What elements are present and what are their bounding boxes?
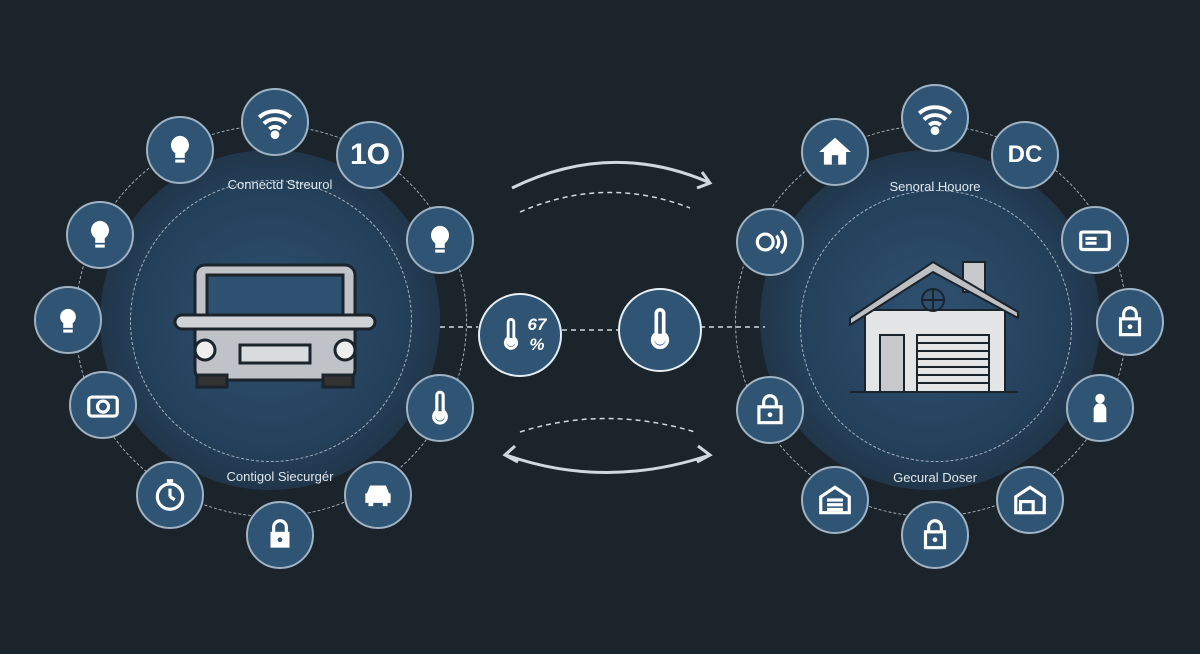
humidity-unit: % xyxy=(529,335,545,354)
speaker-icon xyxy=(755,229,788,255)
lock-node[interactable] xyxy=(246,501,314,569)
car-icon xyxy=(365,485,391,507)
thermometer-icon xyxy=(650,308,670,350)
bottom-dashed-arc xyxy=(519,417,696,433)
humidity-thermometer-node[interactable]: 67 % xyxy=(478,293,562,377)
garage-node[interactable] xyxy=(996,466,1064,534)
thermometer-node[interactable] xyxy=(406,374,474,442)
wifi-icon xyxy=(917,105,953,136)
garage-door-icon xyxy=(819,485,851,515)
stopwatch-icon xyxy=(155,479,185,511)
vehicle-illustration xyxy=(173,263,377,389)
lock-icon xyxy=(757,394,783,425)
stopwatch-node[interactable] xyxy=(136,461,204,529)
person-node[interactable] xyxy=(1066,374,1134,442)
counter-node[interactable]: 1O xyxy=(336,121,404,189)
lock-node[interactable] xyxy=(736,376,804,444)
card-reader-icon xyxy=(1079,230,1111,252)
lock-icon xyxy=(923,519,947,550)
lock-icon xyxy=(1118,306,1142,337)
top-arrow xyxy=(511,160,709,190)
lock-node[interactable] xyxy=(1096,288,1164,356)
wifi-node[interactable] xyxy=(901,84,969,152)
lightbulb-node[interactable] xyxy=(66,201,134,269)
lightbulb-icon xyxy=(90,220,110,248)
vehicle-hub-top-label: Connectd Streurol xyxy=(227,177,333,192)
thermometer-node[interactable] xyxy=(618,288,702,372)
card-node[interactable] xyxy=(1061,206,1129,274)
lightbulb-icon xyxy=(170,135,190,163)
home-node[interactable] xyxy=(801,118,869,186)
house-illustration xyxy=(849,260,1019,393)
humidity-value: 67 xyxy=(527,315,547,334)
thermometer-icon xyxy=(432,390,448,425)
speaker-node[interactable] xyxy=(736,208,804,276)
vehicle-inner-ring xyxy=(130,180,412,462)
wifi-node[interactable] xyxy=(241,88,309,156)
lock-node[interactable] xyxy=(901,501,969,569)
lock-icon xyxy=(270,519,290,548)
house-hub-bottom-label: Gecural Doser xyxy=(893,470,977,485)
person-icon xyxy=(1093,393,1107,423)
wifi-icon xyxy=(257,109,293,140)
vehicle-hub-bottom-label: Contigol Siecurgér xyxy=(226,469,334,484)
top-dashed-arc xyxy=(519,191,691,213)
house-hub-top-label: Senoral Houore xyxy=(889,179,981,194)
counter-icon: 1O xyxy=(349,138,391,171)
home-icon xyxy=(819,137,851,165)
lightbulb-node[interactable] xyxy=(406,206,474,274)
car-node[interactable] xyxy=(344,461,412,529)
camera-icon xyxy=(87,395,119,418)
thermometer-icon xyxy=(503,318,518,350)
lightbulb-node[interactable] xyxy=(34,286,102,354)
garage-icon xyxy=(1014,485,1046,515)
house-inner-ring xyxy=(800,190,1072,462)
lightbulb-node[interactable] xyxy=(146,116,214,184)
bottom-arrow xyxy=(505,453,711,474)
dc-icon: DC xyxy=(1007,141,1043,168)
dc-node[interactable]: DC xyxy=(991,121,1059,189)
garage-door-node[interactable] xyxy=(801,466,869,534)
lightbulb-icon xyxy=(430,225,450,253)
camera-node[interactable] xyxy=(69,371,137,439)
lightbulb-icon xyxy=(60,308,76,333)
